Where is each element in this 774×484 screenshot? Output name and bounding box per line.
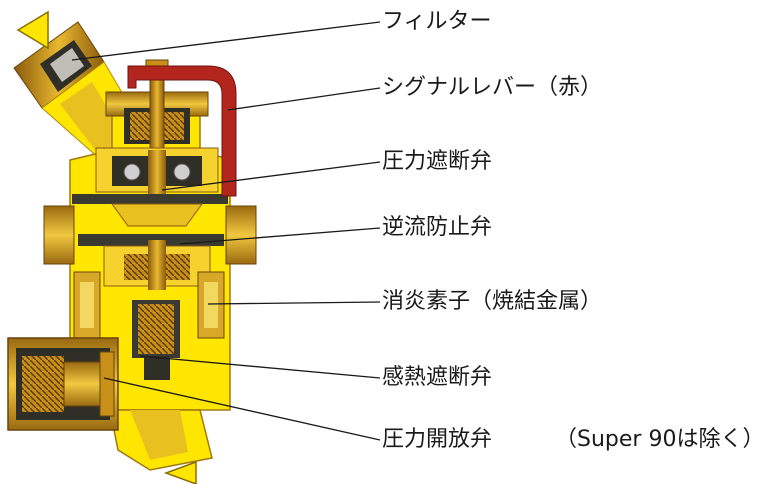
label-flame-arrestor: 消炎素子（焼結金属） — [382, 289, 603, 314]
inlet-arrow-icon — [16, 10, 49, 50]
signal-lever — [127, 65, 237, 197]
label-filter: フィルター — [382, 9, 492, 34]
label-signal-lever: シグナルレバー（赤） — [382, 75, 603, 100]
leader-signal-lever — [227, 87, 381, 111]
label-check-valve: 逆流防止弁 — [382, 215, 493, 240]
pressure-relief-valve — [7, 337, 119, 431]
label-thermal-shutoff-valve: 感熱遮断弁 — [382, 365, 493, 390]
label-pressure-shutoff-valve: 圧力遮断弁 — [382, 149, 493, 174]
label-pressure-relief-valve: 圧力開放弁 — [382, 427, 493, 452]
leader-thermal-shutoff — [139, 355, 381, 379]
outlet-arrow-icon — [163, 460, 197, 484]
leader-pressure-relief — [103, 377, 381, 441]
valve-body — [43, 59, 257, 471]
leader-flame-arrestor — [207, 301, 381, 305]
leader-filter — [71, 21, 381, 61]
leader-lines — [71, 21, 381, 441]
label-model-exclusion-note: （Super 90は除く） — [555, 427, 765, 452]
leader-check-valve — [179, 227, 381, 245]
leader-pressure-shutoff — [161, 161, 381, 191]
